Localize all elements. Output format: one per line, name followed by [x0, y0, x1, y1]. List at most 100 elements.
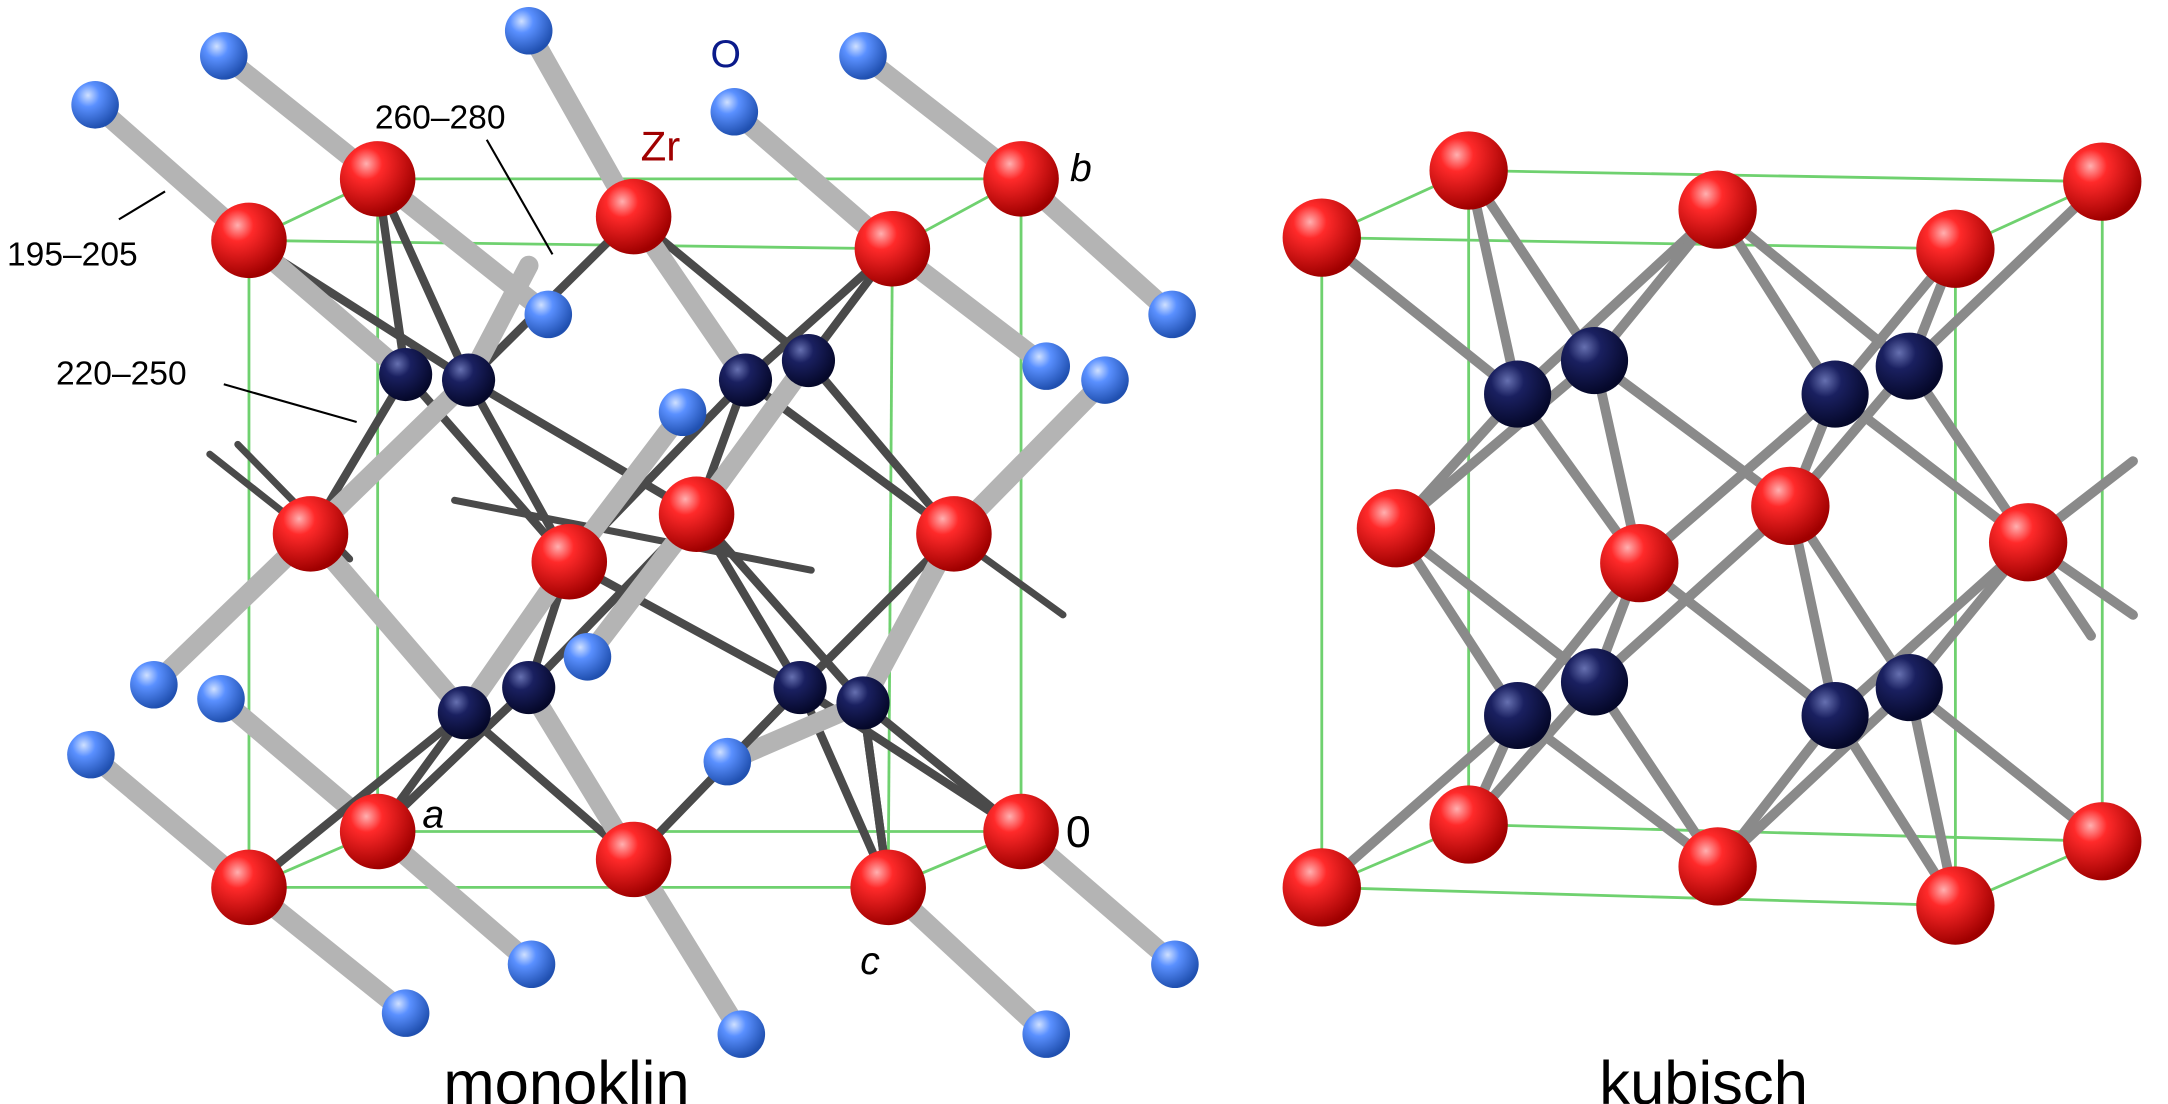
oxygen-atom [1484, 360, 1552, 428]
oxygen-atom [379, 347, 433, 402]
label-zirconium: Zr [641, 123, 681, 170]
bond-zr-o [1589, 355, 1796, 511]
oxygen-atom-light [1148, 290, 1196, 339]
bond-zr-o-thin [464, 375, 701, 519]
atoms [67, 6, 2142, 1058]
zirconium-atom [1600, 524, 1679, 603]
label-axis-a: a [422, 793, 444, 836]
bond-zr-o [1634, 389, 1841, 569]
annotations: 195–205 260–280 220–250 O Zr b a c 0 mon… [7, 33, 1808, 1104]
oxygen-atom [1801, 360, 1869, 428]
oxygen-atom-light [710, 88, 759, 136]
zirconium-atom [1282, 198, 1361, 277]
label-origin: 0 [1066, 808, 1091, 857]
oxygen-atom [1875, 654, 1943, 722]
bond-zr-o [1512, 710, 1723, 872]
zirconium-atom [211, 202, 287, 279]
zirconium-atom [1678, 827, 1757, 906]
zirconium-atom [595, 821, 672, 898]
label-axis-c: c [860, 940, 880, 983]
zirconium-atom [1988, 503, 2068, 582]
zirconium-atom [1282, 848, 1361, 927]
zirconium-atom [854, 211, 931, 287]
cell-edge [1468, 169, 2103, 184]
oxygen-atom-light [71, 81, 119, 129]
bond-zr-o-thick [300, 524, 475, 723]
zirconium-atom [916, 496, 992, 572]
bond-zr-o [1316, 232, 1523, 399]
oxygen-atom [836, 676, 890, 730]
oxygen-atom-light [658, 388, 707, 437]
oxygen-atom-light [1022, 1010, 1071, 1058]
bond-zr-o [1712, 682, 1915, 872]
arrow-220-250 [223, 383, 357, 424]
bond-zr-o [1391, 523, 1600, 687]
oxygen-atom-light [524, 290, 573, 339]
oxygen-atom [773, 661, 827, 715]
caption-kubisch: kubisch [1599, 1049, 1808, 1104]
zirconium-atom [658, 476, 735, 552]
oxygen-atom-light [130, 661, 178, 709]
arrow-195-205 [118, 190, 166, 221]
zirconium-atom [1916, 866, 1995, 945]
bond-zr-o [1391, 355, 1600, 534]
cell-edge [1321, 236, 1956, 251]
zirconium-atom [272, 496, 349, 572]
oxygen-atom [718, 353, 773, 407]
zirconium-atom [1751, 466, 1830, 546]
oxygen-atom [1875, 332, 1943, 400]
zirconium-atom [983, 793, 1059, 870]
bond-zr-o [1589, 500, 1796, 687]
label-195-205: 195–205 [7, 237, 138, 274]
label-260-280: 260–280 [375, 100, 506, 137]
bond-zr-o [1316, 710, 1523, 893]
bond-zr-o-thin [565, 557, 805, 692]
oxygen-atom-light [200, 32, 248, 80]
oxygen-atom [1560, 648, 1629, 716]
cell-edge [886, 248, 894, 888]
oxygen-atom-light [381, 989, 430, 1037]
oxygen-atom-light [717, 1010, 766, 1058]
oxygen-atom [437, 686, 491, 740]
cell-edge [248, 238, 893, 251]
cell-edge [1468, 823, 2103, 843]
bond-zr-o [1830, 537, 2034, 721]
zirconium-atom [339, 793, 416, 870]
unit-cell-edges [247, 169, 2104, 907]
caption-monoklin: monoklin [443, 1049, 689, 1104]
oxygen-atom-light [839, 32, 887, 80]
zirconium-atom [339, 141, 416, 217]
cell-edge [1321, 885, 1956, 907]
oxygen-atom-light [67, 730, 115, 779]
arrow-260-280 [485, 139, 554, 255]
oxygen-atom [441, 353, 496, 407]
zirconium-atom [983, 141, 1059, 217]
bond-zr-o [1512, 204, 1723, 399]
zirconium-atom [2063, 802, 2142, 881]
zirconium-atom [1429, 785, 1508, 864]
oxygen-atom [1801, 681, 1869, 750]
bond-zr-o-thin [244, 708, 469, 892]
oxygen-atom-light [703, 737, 752, 786]
zirconium-atom [1429, 131, 1508, 210]
zirconium-atom [531, 524, 608, 600]
bond-zr-o-thin [451, 496, 815, 574]
oxygen-atom [502, 661, 556, 715]
label-oxygen: O [711, 33, 741, 76]
bond-zr-o [1904, 176, 2108, 372]
zirconium-atom [2063, 142, 2142, 221]
oxygen-atom-light [563, 633, 612, 681]
zirconium-atom [850, 849, 926, 926]
oxygen-atom-light [504, 6, 553, 55]
bond-zr-o [1712, 204, 1915, 372]
label-220-250: 220–250 [56, 355, 187, 392]
oxygen-atom [781, 333, 836, 388]
oxygen-atom-light [1081, 356, 1129, 404]
zirconium-atom [211, 849, 287, 926]
oxygen-atom [1560, 327, 1629, 395]
oxygen-atom-light [507, 940, 556, 989]
oxygen-atom-light [1151, 940, 1199, 989]
zirconium-atom [1356, 489, 1436, 568]
bond-zr-o-thin [692, 510, 868, 708]
